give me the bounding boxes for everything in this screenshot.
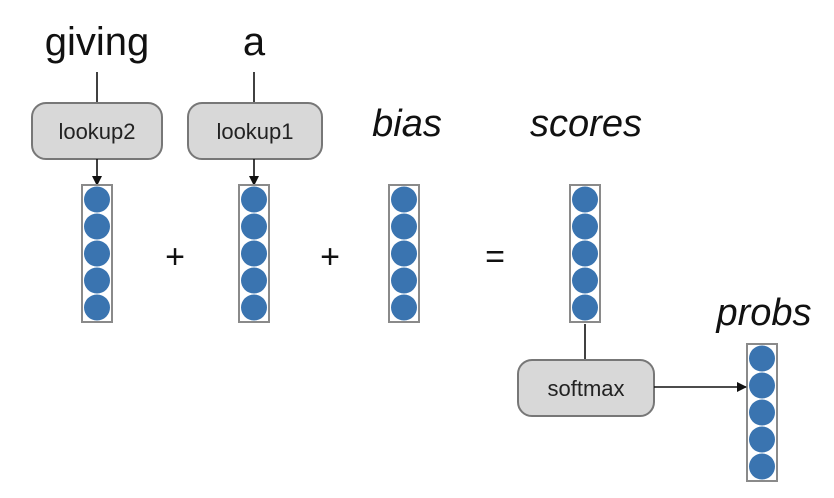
lookup2-embedding-vector — [81, 184, 113, 323]
input-word-a: a — [243, 20, 266, 64]
vector-element — [84, 267, 110, 294]
plus-operator-1: + — [165, 238, 185, 276]
plus-operator-2: + — [320, 238, 340, 276]
equals-operator: = — [485, 238, 505, 276]
lookup2-box: lookup2 — [31, 102, 163, 160]
vector-element — [241, 240, 267, 267]
vector-element — [572, 186, 598, 213]
bias-vector — [388, 184, 420, 323]
vector-element — [749, 372, 775, 399]
vector-element — [241, 186, 267, 213]
lookup2-label: lookup2 — [58, 119, 135, 144]
vector-element — [84, 186, 110, 213]
vector-element — [391, 186, 417, 213]
softmax-box: softmax — [517, 359, 655, 417]
scores-vector — [569, 184, 601, 323]
lookup1-label: lookup1 — [216, 119, 293, 144]
lookup1-embedding-vector — [238, 184, 270, 323]
vector-element — [749, 399, 775, 426]
vector-element — [572, 267, 598, 294]
softmax-label: softmax — [547, 376, 624, 401]
vector-element — [572, 294, 598, 321]
vector-element — [749, 453, 775, 480]
vector-element — [241, 267, 267, 294]
vector-element — [572, 213, 598, 240]
probs-label: probs — [715, 292, 811, 334]
vector-element — [241, 213, 267, 240]
vector-element — [84, 240, 110, 267]
vector-element — [391, 240, 417, 267]
vector-element — [391, 213, 417, 240]
vector-element — [84, 294, 110, 321]
vector-element — [241, 294, 267, 321]
vector-element — [391, 294, 417, 321]
vector-element — [749, 426, 775, 453]
bias-label: bias — [372, 103, 442, 145]
vector-element — [84, 213, 110, 240]
vector-element — [391, 267, 417, 294]
vector-element — [749, 345, 775, 372]
lookup1-box: lookup1 — [187, 102, 323, 160]
input-word-giving: giving — [45, 20, 150, 64]
probs-vector — [746, 343, 778, 482]
vector-element — [572, 240, 598, 267]
scores-label: scores — [530, 103, 642, 145]
